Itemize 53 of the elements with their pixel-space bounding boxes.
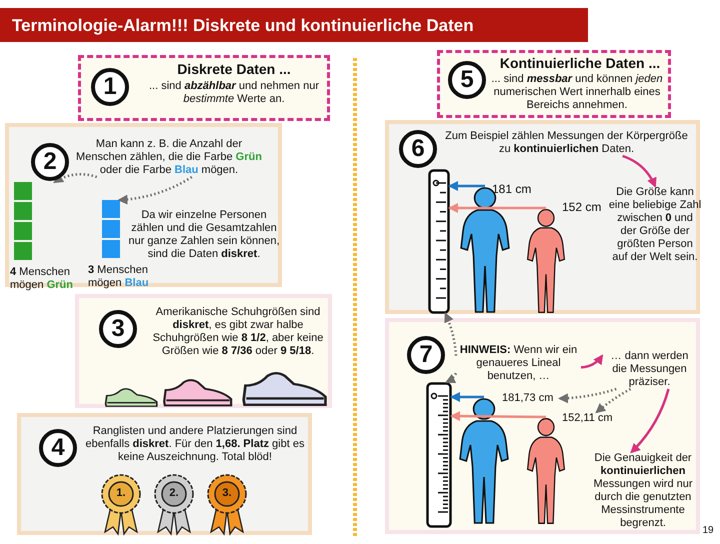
step-number: 7 (407, 336, 445, 374)
person-silhouette (459, 186, 511, 314)
step-number: 6 (399, 130, 437, 168)
place-number: 2. (168, 487, 180, 500)
dotted-arrow (444, 312, 458, 356)
place-number: 3. (221, 487, 233, 500)
dotted-arrow (445, 372, 458, 384)
ruler-drawing (428, 169, 450, 314)
dotted-arrow (118, 176, 192, 204)
panel-text: ... sind messbar und können jeden numerischen Wert innerhalb eines Bereichs annehmen. (490, 73, 664, 112)
panel-text: ... sind abzählbar und nehmen nur bestimmte Werte an. (148, 80, 320, 106)
note-text: Da wir einzelne Personen zählen und die Gesamtzahlen nur ganze Zahlen sein können, sind die Daten diskret. (126, 209, 282, 261)
info-panel (385, 120, 700, 314)
note-text: … dann werden die Messungen präziser. (602, 350, 697, 389)
note-text: Die Genauigkeit der kontinuierlichen Messungen wird nur durch die genutzten Messinstrumente begrenzt. (586, 452, 700, 530)
panel-text: Ranglisten und andere Platzierungen sind ebenfalls diskret. Für den 1,68. Platz gibt es keine Auszeichnung. Total blöd! (84, 425, 306, 464)
dotted-arrow (595, 388, 632, 414)
arrow (450, 392, 484, 402)
note-text: Zum Beispiel zählen Messungen der Körpergröße zu kontinuierlichen Daten. (439, 130, 694, 156)
edge-label: 152 cm (562, 201, 602, 214)
arrow (580, 354, 604, 369)
note-text: 152,11 cm (562, 412, 620, 425)
note-text: HINWEIS: Wenn wir ein genaueres Lineal benutzen, … (456, 344, 581, 383)
info-panel (17, 413, 312, 535)
page-title: Terminologie-Alarm!!! Diskrete und kontinuierliche Daten (0, 8, 588, 42)
bar-caption: 4 Menschen mögen Grün (10, 266, 74, 292)
info-panel (78, 55, 330, 121)
panel-text: Amerikanische Schuhgrößen sind diskret, es gibt zwar halbe Schuhgrößen wie 8 1/2, aber keine Größen wie 8 7/36 oder 9 5/18. (152, 306, 324, 358)
dotted-arrow (558, 388, 617, 404)
step-number: 1 (91, 68, 129, 106)
edge-label: 181 cm (492, 183, 532, 196)
arrow (448, 180, 485, 191)
arrow (450, 411, 546, 422)
page-number: 19 (701, 524, 715, 537)
bar-caption: 3 Menschen mögen Blau (88, 264, 150, 290)
panel-heading: Diskrete Daten ... (176, 61, 292, 77)
panel-heading: Kontinuierliche Daten ... (498, 55, 662, 71)
place-number: 1. (115, 487, 127, 500)
info-panel (437, 50, 671, 118)
step-number: 3 (99, 310, 137, 348)
info-panel (385, 318, 700, 534)
note-text: Die Größe kann eine beliebige Zahl zwischen 0 und der Größe der größten Person auf der Welt sein. (608, 186, 702, 264)
step-number: 5 (448, 61, 486, 99)
info-panel (75, 294, 332, 408)
arrow (630, 388, 670, 454)
arrow (448, 203, 546, 213)
dotted-arrow (53, 173, 98, 184)
step-number: 2 (31, 143, 69, 181)
arrow (622, 154, 656, 188)
note-text: Man kann z. B. die Anzahl der Menschen zählen, die die Farbe Grün oder die Farbe Blau mögen. (74, 138, 264, 177)
note-text: 181,73 cm (502, 392, 560, 405)
ruler-drawing (426, 382, 452, 528)
step-number: 4 (39, 429, 77, 467)
